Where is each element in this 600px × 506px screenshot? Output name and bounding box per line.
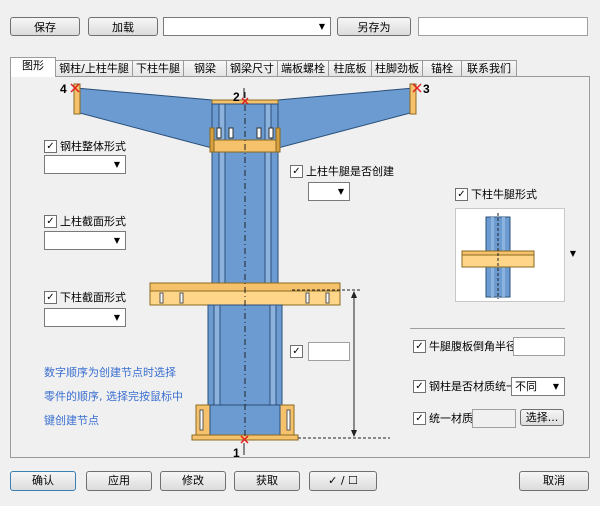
web-chamfer-radius-input[interactable]	[513, 337, 565, 356]
single-material-input[interactable]	[472, 409, 516, 428]
single-material-label: 统一材质	[429, 412, 473, 425]
check-icon: ✓	[290, 344, 303, 358]
upper-bracket-create-label: 上柱牛腿是否创建	[306, 165, 394, 178]
load-button[interactable]: 加载	[88, 17, 158, 36]
upper-bracket-create-checkbox[interactable]: ✓上柱牛腿是否创建	[290, 164, 394, 179]
node-marker-4: 4	[60, 82, 67, 96]
small-field-checkbox[interactable]: ✓	[290, 344, 306, 359]
tab-base-stiffener[interactable]: 柱脚劲板	[371, 60, 423, 76]
check-icon: ✓	[413, 339, 426, 353]
check-icon: ✓	[44, 139, 57, 153]
lower-section-form-label: 下柱截面形式	[60, 291, 126, 304]
ok-button[interactable]: 确认	[10, 471, 76, 491]
divider	[410, 328, 565, 329]
node-marker-1: 1	[233, 446, 240, 460]
small-field-input[interactable]	[308, 342, 350, 361]
instruction-note-line3: 键创建节点	[44, 414, 99, 427]
node-marker-2: 2	[233, 90, 240, 104]
lower-bracket-preview-image	[461, 213, 535, 299]
uniform-material-value: 不同	[515, 380, 537, 393]
tab-beam[interactable]: 钢梁	[183, 60, 227, 76]
preset-select[interactable]: ▼	[163, 17, 331, 36]
check-icon: ✓	[44, 290, 57, 304]
check-icon: ✓	[290, 164, 303, 178]
chevron-down-icon: ▼	[337, 187, 345, 196]
lower-section-form-checkbox[interactable]: ✓下柱截面形式	[44, 290, 126, 305]
tab-contact-us[interactable]: 联系我们	[461, 60, 517, 76]
material-select-button[interactable]: 选择...	[520, 409, 564, 426]
column-overall-form-select[interactable]: ▼	[44, 155, 126, 174]
beam-end-plate-right	[409, 83, 417, 115]
check-icon: ✓	[44, 214, 57, 228]
check-icon: ✓	[413, 411, 426, 425]
instruction-note-line2: 零件的顺序, 选择完按鼠标中	[44, 390, 183, 403]
upper-section-form-checkbox[interactable]: ✓上柱截面形式	[44, 214, 126, 229]
tab-lower-bracket[interactable]: 下柱牛腿	[132, 60, 184, 76]
lower-bracket-preview[interactable]: ▼	[455, 208, 576, 302]
modify-button[interactable]: 修改	[160, 471, 226, 491]
column-overall-form-label: 钢柱整体形式	[60, 140, 126, 153]
beam-end-plate-left	[73, 83, 81, 115]
single-material-checkbox[interactable]: ✓统一材质	[413, 411, 473, 426]
web-chamfer-radius-checkbox[interactable]: ✓牛腿腹板倒角半径	[413, 339, 517, 354]
tab-base-plate[interactable]: 柱底板	[328, 60, 372, 76]
tab-end-plate-bolts[interactable]: 端板螺栓	[277, 60, 329, 76]
tab-anchor-bolt[interactable]: 锚栓	[422, 60, 462, 76]
toggle-all-checkboxes-button[interactable]: ✓ / ☐	[309, 471, 377, 491]
upper-section-form-select[interactable]: ▼	[44, 231, 126, 250]
chevron-down-icon: ▼	[113, 160, 121, 169]
upper-bracket-create-select[interactable]: ▼	[308, 182, 350, 201]
check-icon: ✓	[413, 379, 426, 393]
node-marker-3: 3	[423, 82, 430, 96]
lower-section-form-select[interactable]: ▼	[44, 308, 126, 327]
check-icon: ✓	[455, 187, 468, 201]
tab-graphics[interactable]: 图形	[10, 57, 56, 77]
tab-beam-size[interactable]: 钢梁尺寸	[226, 60, 278, 76]
apply-button[interactable]: 应用	[86, 471, 152, 491]
uniform-material-select[interactable]: 不同 ▼	[511, 377, 565, 396]
chevron-down-icon: ▼	[113, 236, 121, 245]
chevron-down-icon: ▼	[552, 382, 560, 391]
column-overall-form-checkbox[interactable]: ✓钢柱整体形式	[44, 139, 126, 154]
uniform-material-label: 钢柱是否材质统一	[429, 380, 517, 393]
chevron-down-icon: ▼	[569, 249, 576, 258]
left-beam	[75, 87, 213, 149]
right-beam	[277, 87, 415, 149]
chevron-down-icon: ▼	[113, 313, 121, 322]
lower-bracket-form-label: 下柱牛腿形式	[471, 188, 537, 201]
lower-bracket-form-checkbox[interactable]: ✓下柱牛腿形式	[455, 187, 537, 202]
save-as-name-input[interactable]	[418, 17, 588, 36]
chevron-down-icon: ▼	[318, 22, 326, 31]
save-as-button[interactable]: 另存为	[337, 17, 411, 36]
web-chamfer-radius-label: 牛腿腹板倒角半径	[429, 340, 517, 353]
upper-section-form-label: 上柱截面形式	[60, 215, 126, 228]
instruction-note-line1: 数字顺序为创建节点时选择	[44, 366, 176, 379]
get-button[interactable]: 获取	[234, 471, 300, 491]
save-button[interactable]: 保存	[10, 17, 80, 36]
uniform-material-checkbox[interactable]: ✓钢柱是否材质统一	[413, 379, 517, 394]
cancel-button[interactable]: 取消	[519, 471, 589, 491]
